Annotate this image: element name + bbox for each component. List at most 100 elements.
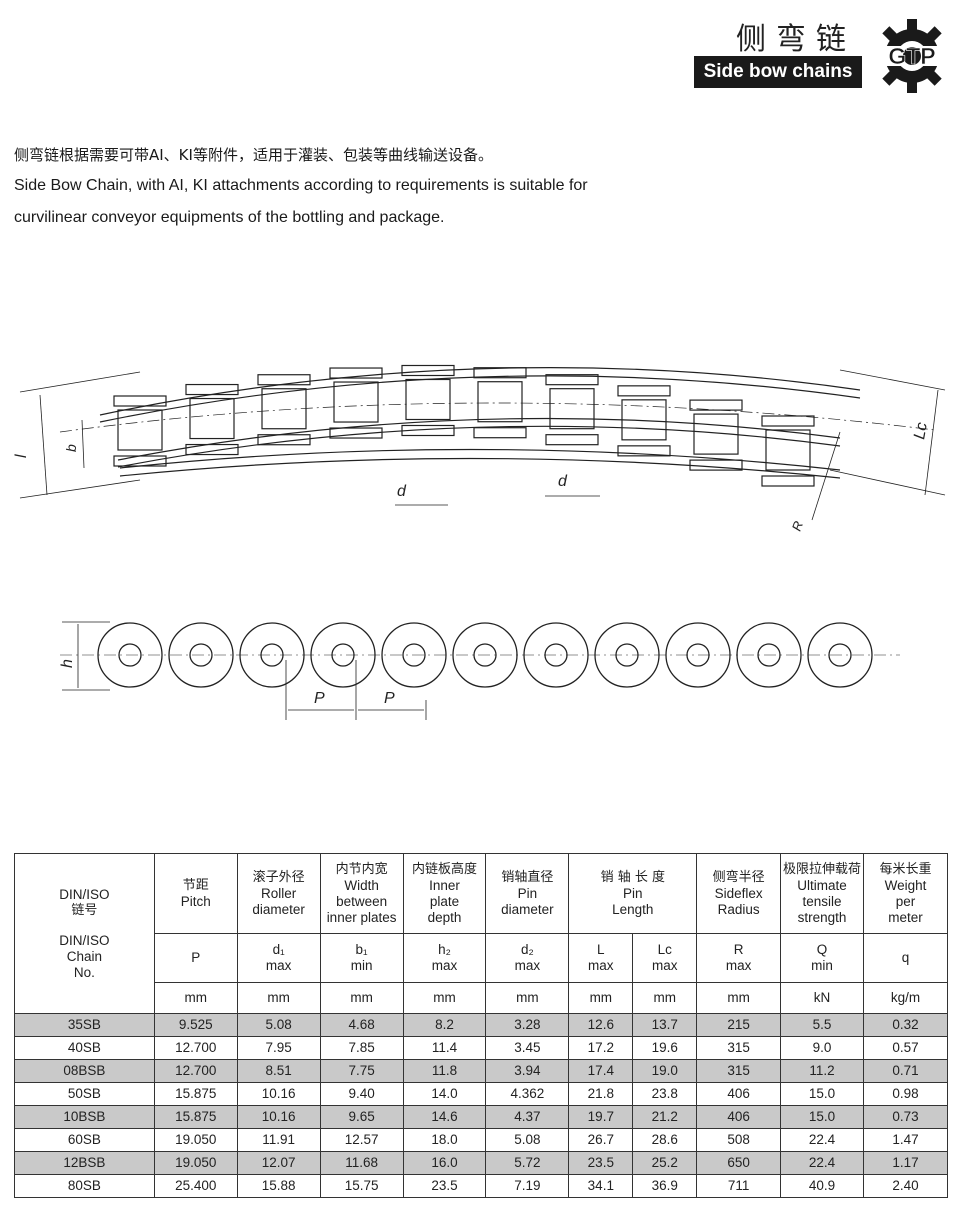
symbol-0-0: P	[153, 933, 238, 983]
roller	[117, 409, 163, 451]
dim-d1: d	[558, 473, 568, 490]
logo-text: GTP	[888, 43, 935, 69]
unit-8-0: kg/m	[863, 982, 948, 1014]
table-cell: 406	[696, 1105, 782, 1129]
table-cell: 26.7	[568, 1128, 634, 1152]
table-cell: 40SB	[14, 1036, 155, 1060]
gtp-logo: GTP	[874, 19, 950, 93]
table-cell: 60SB	[14, 1128, 155, 1152]
table-cell: 508	[696, 1128, 782, 1152]
pin-head	[329, 367, 383, 379]
table-cell: 711	[696, 1174, 782, 1198]
table-cell: 10.16	[236, 1105, 321, 1129]
dim-p2: P	[384, 690, 395, 707]
table-cell: 22.4	[780, 1128, 865, 1152]
table-cell: 5.5	[780, 1013, 865, 1037]
symbol-8-0: q	[863, 933, 948, 983]
pin-head	[617, 445, 671, 457]
side-bow-chain-side-view: h P P	[59, 621, 900, 720]
table-cell: 25.2	[632, 1151, 698, 1175]
pin-head	[185, 443, 239, 456]
table-cell: 650	[696, 1151, 782, 1175]
table-cell: 406	[696, 1082, 782, 1106]
dim-lc: Lc	[911, 421, 931, 441]
table-cell: 11.91	[236, 1128, 321, 1152]
pin-head	[185, 383, 239, 396]
unit-3-0: mm	[402, 982, 487, 1014]
table-cell: 50SB	[14, 1082, 155, 1106]
table-cell: 15.0	[780, 1082, 865, 1106]
pin-head	[473, 427, 527, 439]
pin-head	[257, 374, 311, 386]
table-cell: 34.1	[568, 1174, 634, 1198]
table-cell: 12.700	[153, 1059, 238, 1083]
table-cell: 3.94	[485, 1059, 570, 1083]
table-cell: 10.16	[236, 1082, 321, 1106]
table-cell: 3.28	[485, 1013, 570, 1037]
dim-l: l	[13, 454, 30, 458]
table-cell: 0.73	[863, 1105, 948, 1129]
link-plate	[239, 622, 305, 688]
table-cell: 15.0	[780, 1105, 865, 1129]
pin-hole	[118, 643, 142, 667]
table-cell: 12.07	[236, 1151, 321, 1175]
table-cell: 21.2	[632, 1105, 698, 1129]
intro-cn: 侧弯链根据需要可带AI、KI等附件，适用于灌装、包装等曲线输送设备。	[14, 146, 493, 164]
pin-head	[401, 424, 455, 437]
table-cell: 19.6	[632, 1036, 698, 1060]
table-cell: 19.0	[632, 1059, 698, 1083]
table-cell: 15.875	[153, 1105, 238, 1129]
table-cell: 9.0	[780, 1036, 865, 1060]
dim-d2: d	[397, 483, 407, 500]
pin-head	[545, 374, 599, 386]
pin-head	[257, 434, 311, 446]
table-cell: 25.400	[153, 1174, 238, 1198]
pin-hole	[828, 643, 852, 667]
pin-head	[401, 364, 455, 377]
table-cell: 0.98	[863, 1082, 948, 1106]
unit-7-0: kN	[780, 982, 865, 1014]
table-cell: 28.6	[632, 1128, 698, 1152]
unit-5-1: mm	[632, 982, 698, 1014]
table-cell: 19.050	[153, 1151, 238, 1175]
dim-p1: P	[314, 690, 325, 707]
unit-2-0: mm	[319, 982, 404, 1014]
table-cell: 0.32	[863, 1013, 948, 1037]
table-cell: 4.362	[485, 1082, 570, 1106]
table-cell: 14.0	[402, 1082, 487, 1106]
table-cell: 5.72	[485, 1151, 570, 1175]
roller	[405, 378, 451, 421]
table-cell: 0.57	[863, 1036, 948, 1060]
table-cell: 40.9	[780, 1174, 865, 1198]
dim-r: R	[789, 519, 806, 533]
table-cell: 9.65	[319, 1105, 404, 1129]
table-cell: 4.37	[485, 1105, 570, 1129]
table-cell: 5.08	[485, 1128, 570, 1152]
pin-head	[545, 434, 599, 446]
dim-h2: h	[59, 659, 76, 668]
roller	[549, 388, 595, 430]
pin-head	[473, 367, 527, 379]
table-cell: 3.45	[485, 1036, 570, 1060]
roller	[621, 399, 667, 441]
table-cell: 7.95	[236, 1036, 321, 1060]
table-cell: 11.4	[402, 1036, 487, 1060]
table-cell: 215	[696, 1013, 782, 1037]
table-cell: 23.8	[632, 1082, 698, 1106]
table-cell: 17.4	[568, 1059, 634, 1083]
